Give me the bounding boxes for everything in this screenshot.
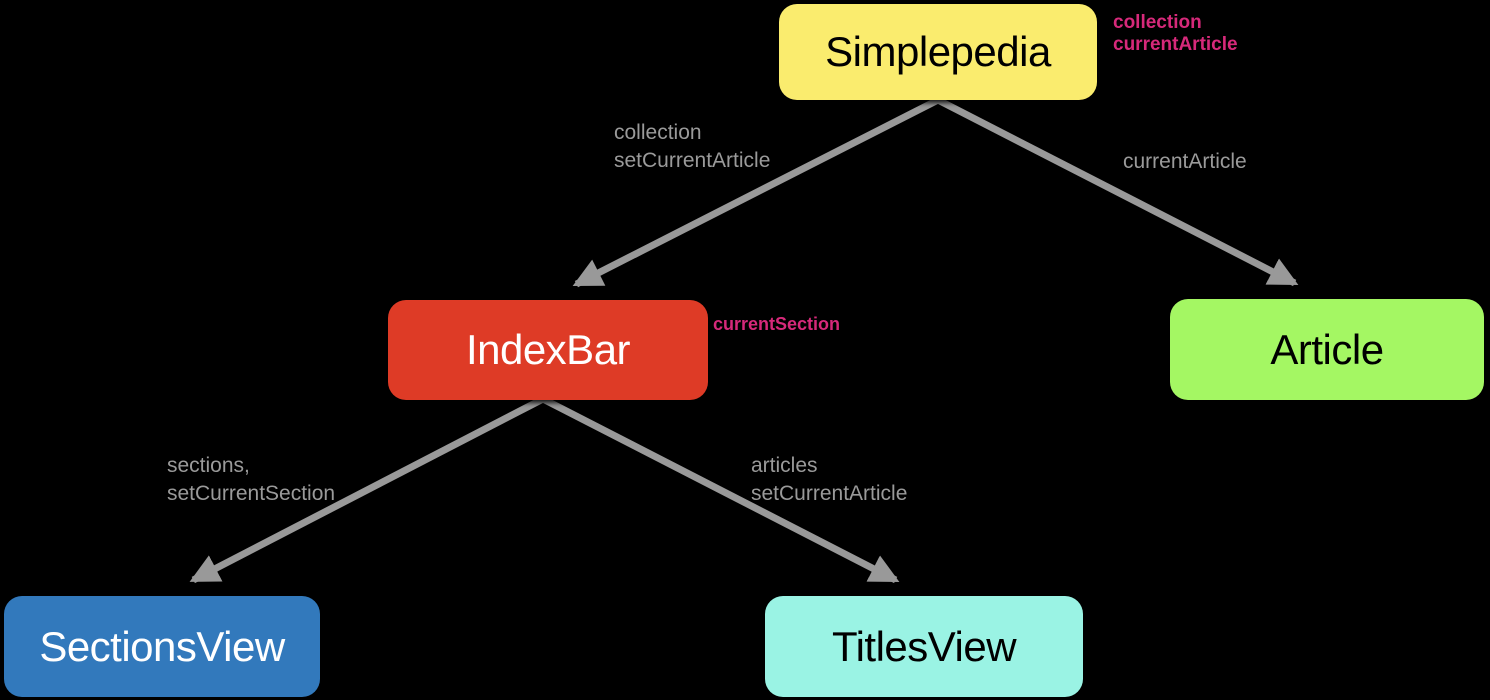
edge-simplepedia-indexbar [572,96,940,288]
state-annotation-indexbar: currentSection [713,314,841,334]
node-indexbar[interactable]: IndexBar [388,300,708,400]
edge-indexbar-titlesview [541,395,900,584]
edge-label-indexbar-sectionsview: sections, setCurrentSection [167,454,336,506]
node-simplepedia-label: Simplepedia [825,28,1051,75]
node-titlesview-label: TitlesView [831,622,1017,670]
edge-indexbar-sectionsview [189,395,545,584]
node-indexbar-label: IndexBar [465,326,631,373]
edge-simplepedia-article [936,96,1299,287]
node-sectionsview-label: SectionsView [39,622,285,670]
node-simplepedia[interactable]: Simplepedia [779,4,1097,100]
node-article-label: Article [1270,325,1384,373]
state-annotation-simplepedia: collection currentArticle [1113,12,1238,56]
edge-label-indexbar-titlesview: articles setCurrentArticle [751,454,908,506]
edge-label-simplepedia-indexbar: collection setCurrentArticle [614,121,771,173]
node-titlesview[interactable]: TitlesView [765,596,1083,697]
node-article[interactable]: Article [1170,299,1484,400]
edge-label-simplepedia-article: currentArticle [1123,150,1247,173]
node-sectionsview[interactable]: SectionsView [4,596,320,697]
